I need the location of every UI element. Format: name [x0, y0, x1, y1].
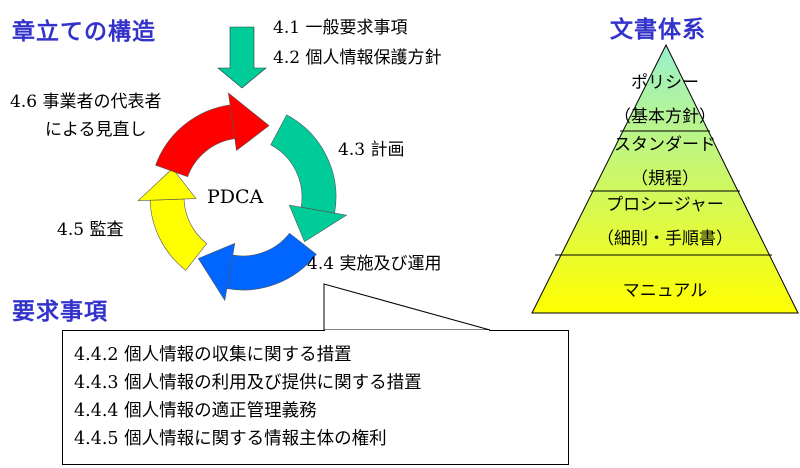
- input-label-2: 4.2 個人情報保護方針: [273, 48, 442, 68]
- level-sub: （基本方針）: [614, 107, 716, 127]
- plan-label: 4.3 計画: [338, 140, 405, 160]
- requirement-item: 4.4.3 個人情報の利用及び提供に関する措置: [74, 373, 422, 393]
- pyramid-level-policy: ポリシー （基本方針）: [545, 66, 785, 134]
- level-name: ポリシー: [631, 73, 699, 93]
- act-label-1: 4.6 事業者の代表者: [10, 92, 162, 112]
- callout-pointer: [323, 283, 491, 331]
- documents-title: 文書体系: [610, 17, 706, 43]
- input-label-1: 4.1 一般要求事項: [273, 18, 408, 38]
- requirements-callout: 4.4.2 個人情報の収集に関する措置 4.4.3 個人情報の利用及び提供に関す…: [62, 330, 568, 464]
- pdca-cycle: [137, 92, 348, 302]
- plan-arrow-head: [288, 204, 348, 243]
- pyramid-shape: [531, 43, 799, 314]
- requirement-item: 4.4.4 個人情報の適正管理義務: [74, 401, 317, 421]
- requirements-title: 要求事項: [12, 299, 108, 325]
- requirement-item: 4.4.5 個人情報に関する情報主体の権利: [74, 429, 387, 449]
- pyramid-level-procedure: プロシージャー （細則・手順書）: [545, 188, 785, 256]
- level-name: プロシージャー: [606, 195, 724, 215]
- act-arrow-body: [155, 104, 236, 178]
- input-arrow: [217, 26, 267, 89]
- pyramid-level-standard: スタンダード （規程）: [545, 128, 785, 196]
- check-arrow-head: [137, 168, 197, 202]
- do-label: 4.4 実施及び運用: [307, 254, 442, 274]
- plan-arrow-body: [270, 114, 337, 214]
- level-sub: （規程）: [631, 169, 699, 189]
- structure-title: 章立ての構造: [12, 19, 156, 45]
- act-label-2: による見直し: [45, 120, 147, 140]
- check-arrow-body: [149, 198, 208, 271]
- requirement-item: 4.4.2 個人情報の収集に関する措置: [74, 345, 352, 365]
- pdca-label: PDCA: [207, 186, 264, 208]
- act-arrow-head: [227, 92, 270, 152]
- do-arrow-head: [197, 242, 236, 302]
- check-label: 4.5 監査: [57, 220, 124, 240]
- pyramid-level-manual: マニュアル: [545, 274, 785, 308]
- level-name: スタンダード: [614, 135, 716, 155]
- level-name: マニュアル: [622, 281, 708, 301]
- level-sub: （細則・手順書）: [597, 229, 733, 249]
- callout-box-outline: [62, 330, 569, 465]
- do-arrow-body: [226, 232, 317, 291]
